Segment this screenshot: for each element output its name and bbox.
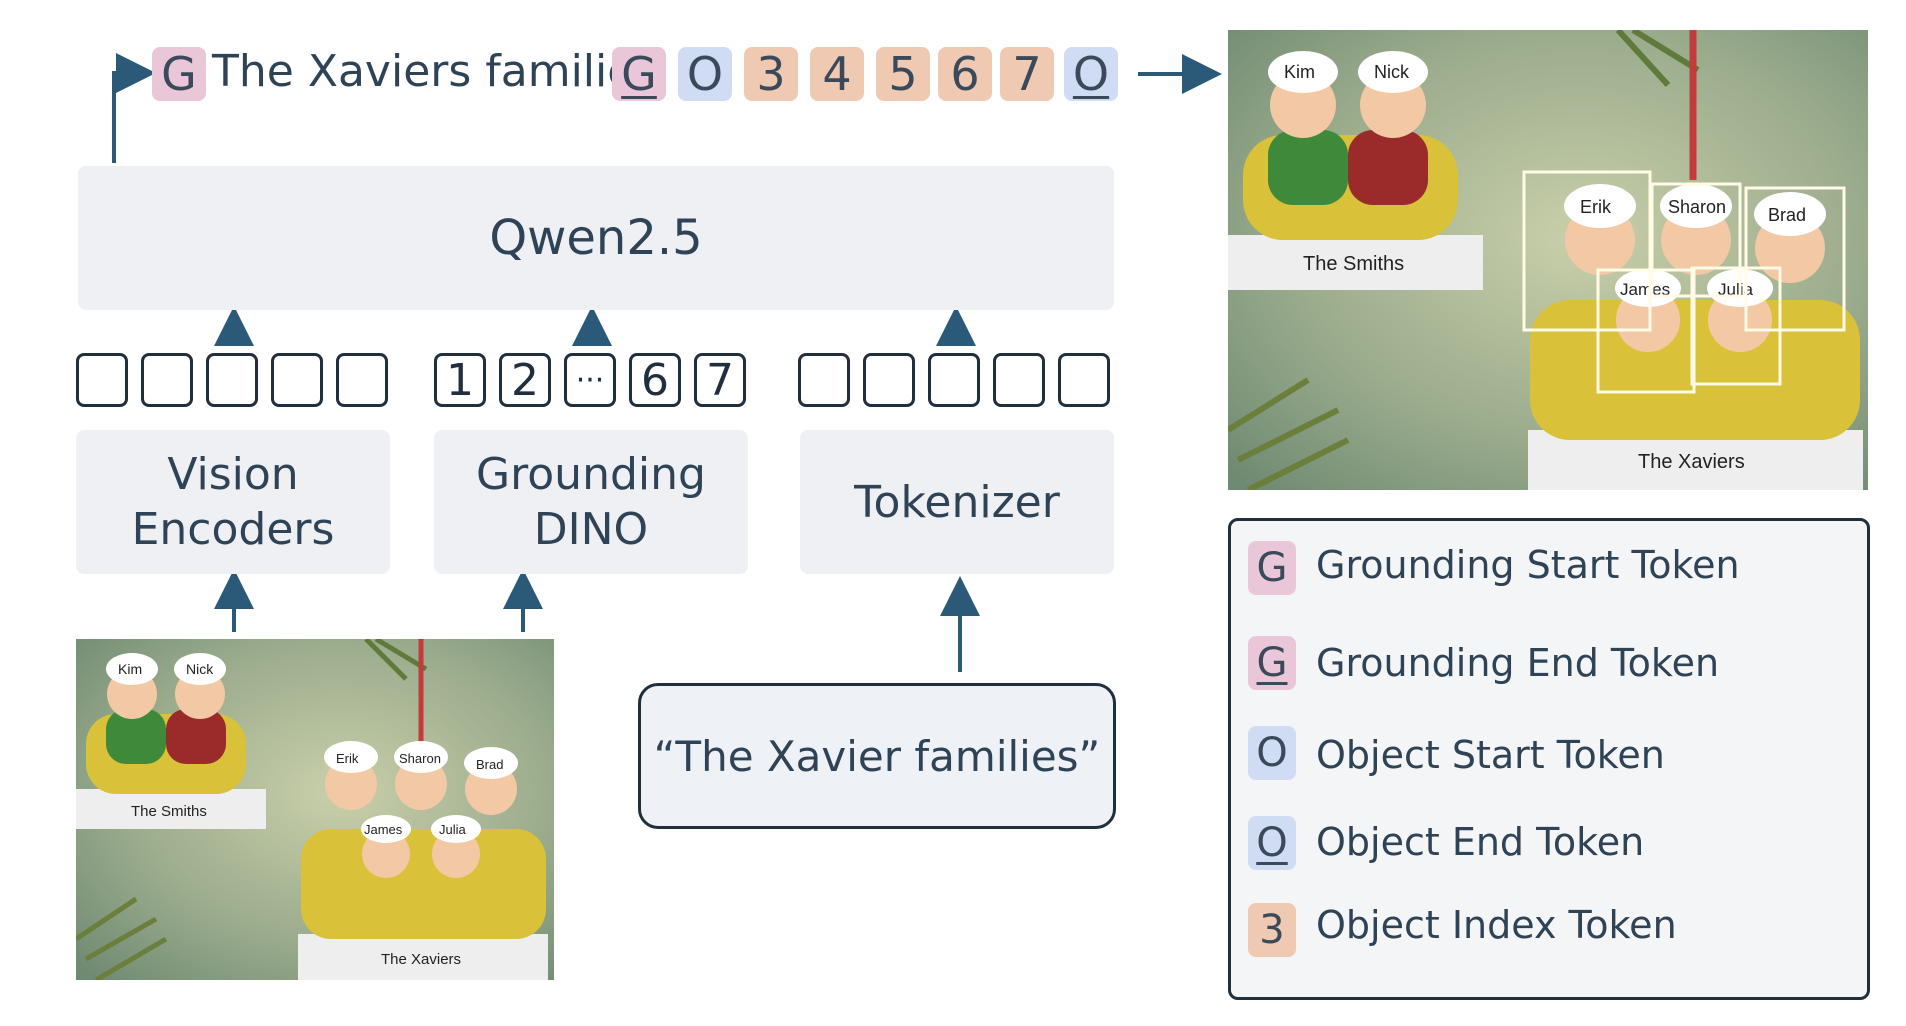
name-julia: Julia bbox=[439, 822, 467, 837]
legend-object-index-label: Object Index Token bbox=[1316, 903, 1677, 947]
text-token-cell bbox=[1058, 353, 1110, 407]
vision-token-cell bbox=[206, 353, 258, 407]
plaque-xaviers: The Xaviers bbox=[381, 951, 461, 968]
grounding-start-token: G bbox=[152, 47, 206, 101]
legend-grounding-end-label: Grounding End Token bbox=[1316, 641, 1720, 685]
legend-grounding-start-label: Grounding Start Token bbox=[1316, 543, 1740, 587]
text-token-cell bbox=[928, 353, 980, 407]
grounding-dino-block: Grounding DINO bbox=[434, 430, 748, 574]
name-brad: Brad bbox=[476, 757, 503, 772]
object-end-token-label: O bbox=[1072, 47, 1110, 101]
input-image: The Smiths Kim Nick The Xaviers Erik Sha… bbox=[76, 639, 554, 980]
llm-label: Qwen2.5 bbox=[489, 210, 703, 266]
object-index-token: 4 bbox=[810, 47, 864, 101]
text-token-cell bbox=[863, 353, 915, 407]
legend-grounding-end-token-label: G bbox=[1256, 640, 1288, 686]
object-index-token: 6 bbox=[938, 47, 992, 101]
object-index-token: 3 bbox=[744, 47, 798, 101]
name-erik: Erik bbox=[1580, 197, 1612, 217]
name-kim: Kim bbox=[118, 661, 142, 677]
text-prompt-box: “The Xavier families” bbox=[638, 683, 1116, 829]
output-image: The Smiths Kim Nick The Xaviers Erik Sha… bbox=[1228, 30, 1868, 490]
vision-token-cell bbox=[76, 353, 128, 407]
bbox-brad bbox=[1744, 186, 1846, 332]
grounding-token-cell: 7 bbox=[694, 353, 746, 407]
object-index-token: 5 bbox=[876, 47, 930, 101]
legend-object-index-token: 3 bbox=[1248, 903, 1296, 957]
name-sharon: Sharon bbox=[399, 751, 441, 766]
name-james: James bbox=[1620, 280, 1670, 299]
sequence-text: The Xaviers families bbox=[212, 46, 658, 97]
text-token-cell bbox=[798, 353, 850, 407]
object-start-token: O bbox=[678, 47, 732, 101]
name-brad: Brad bbox=[1768, 205, 1806, 225]
output-arrow bbox=[112, 53, 156, 163]
name-sharon: Sharon bbox=[1668, 197, 1726, 217]
ornament-photo: The Smiths Kim Nick The Xaviers Erik Sha… bbox=[76, 639, 554, 980]
legend-grounding-start-token: G bbox=[1248, 541, 1296, 595]
name-nick: Nick bbox=[186, 661, 214, 677]
grounding-token-cell: 2 bbox=[499, 353, 551, 407]
tokenizer-block: Tokenizer bbox=[800, 430, 1114, 574]
bbox-julia bbox=[1690, 266, 1782, 386]
ornament-photo-grounded: The Smiths Kim Nick The Xaviers Erik Sha… bbox=[1228, 30, 1868, 490]
legend-object-start-label: Object Start Token bbox=[1316, 733, 1665, 777]
legend-object-start-token: O bbox=[1248, 726, 1296, 780]
bbox-sharon bbox=[1650, 182, 1742, 298]
llm-block: Qwen2.5 bbox=[78, 166, 1114, 310]
grounding-token-cell: ··· bbox=[564, 353, 616, 407]
grounding-end-token: G bbox=[612, 47, 666, 101]
bbox-james bbox=[1596, 268, 1696, 394]
legend-object-end-token: O bbox=[1248, 816, 1296, 870]
plaque-xaviers: The Xaviers bbox=[1638, 451, 1745, 473]
plaque-smiths: The Smiths bbox=[131, 803, 207, 820]
legend-grounding-end-token: G bbox=[1248, 636, 1296, 690]
vision-encoders-block: Vision Encoders bbox=[76, 430, 390, 574]
name-james: James bbox=[364, 822, 403, 837]
bbox-erik bbox=[1522, 170, 1652, 332]
grounding-token-cell: 1 bbox=[434, 353, 486, 407]
name-kim: Kim bbox=[1284, 62, 1315, 82]
legend-object-end-label: Object End Token bbox=[1316, 820, 1645, 864]
text-prompt: “The Xavier families” bbox=[653, 731, 1101, 781]
legend-panel bbox=[1228, 518, 1870, 1000]
vision-token-cell bbox=[336, 353, 388, 407]
object-end-token: O bbox=[1064, 47, 1118, 101]
grounding-token-cell: 6 bbox=[629, 353, 681, 407]
plaque-smiths: The Smiths bbox=[1303, 253, 1404, 275]
object-index-token: 7 bbox=[1000, 47, 1054, 101]
legend-object-end-token-label: O bbox=[1256, 820, 1288, 866]
grounding-end-token-label: G bbox=[621, 47, 657, 101]
name-erik: Erik bbox=[336, 751, 359, 766]
name-nick: Nick bbox=[1374, 62, 1410, 82]
text-token-cell bbox=[993, 353, 1045, 407]
vision-token-cell bbox=[141, 353, 193, 407]
vision-token-cell bbox=[271, 353, 323, 407]
